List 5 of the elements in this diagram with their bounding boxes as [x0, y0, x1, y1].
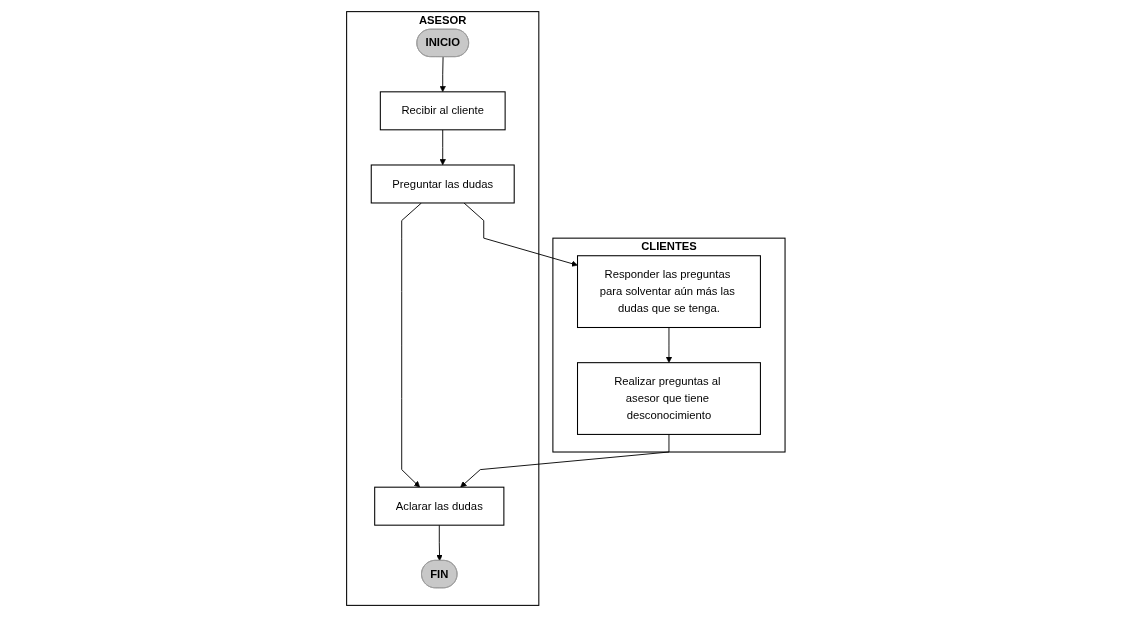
node-box: Aclarar las dudas [374, 486, 505, 526]
node-box: Realizar preguntas al asesor que tiene desconocimiento [577, 362, 762, 435]
node-box: Recibir al cliente [379, 91, 506, 131]
node-box: Responder las preguntas para solventar aún más las dudas que se tenga. [577, 255, 762, 328]
node-box: Preguntar las dudas [370, 164, 515, 204]
